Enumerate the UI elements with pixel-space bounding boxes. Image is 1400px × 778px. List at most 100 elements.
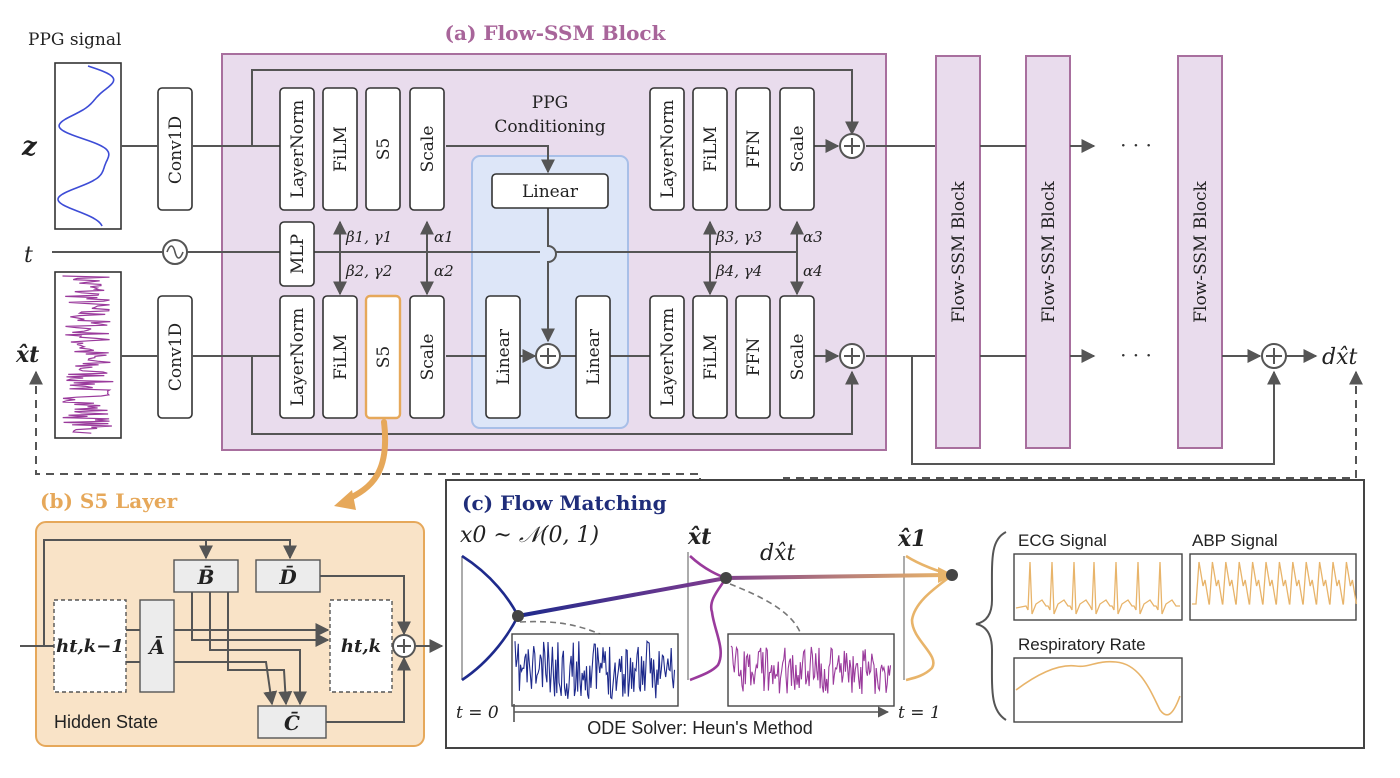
linear-bottom-right-label: Linear (584, 328, 604, 385)
ffn-bottom-box (735, 295, 771, 419)
wire-residual-bottom (251, 356, 859, 435)
scale-top-right-label: Scale (788, 126, 808, 173)
layernorm-bottom-right-label: LayerNorm (658, 308, 678, 407)
s5-top-box (365, 87, 401, 211)
flow-ssm-stack-block-2 (1025, 55, 1071, 449)
film-bottom-right-box (692, 295, 728, 419)
mlp-box (279, 221, 315, 287)
resp-waveform (1015, 660, 1181, 716)
conv1d-top-label: Conv1D (166, 116, 186, 184)
film-bottom-left-box (322, 295, 358, 419)
sine-glyph-icon (166, 245, 184, 259)
s5-top-label: S5 (374, 138, 394, 160)
adder-top-icon (839, 133, 865, 159)
trajectory-point-x1 (946, 569, 958, 581)
beta3-gamma3-label: β3, γ3 (715, 228, 762, 246)
hidden-state-label: Hidden State (54, 712, 158, 732)
abp-waveform (1192, 561, 1358, 605)
layernorm-top-left-label: LayerNorm (288, 100, 308, 199)
t0-label: t = 0 (456, 703, 499, 723)
beta1-gamma1-label: β1, γ1 (345, 228, 392, 246)
noise-waveform-xt (730, 645, 892, 695)
h-prev-label: ht,k−1 (56, 636, 124, 657)
ppg-signal-label: PPG signal (28, 30, 121, 50)
noise-waveform-x0 (514, 640, 676, 700)
trajectory-point-xt (720, 572, 732, 584)
scale-top-right-box (779, 87, 815, 211)
linear-bottom-left-box (485, 295, 521, 419)
layernorm-top-left-box (279, 87, 315, 211)
ffn-top-label: FFN (744, 130, 764, 169)
ellipsis-bottom: · · · (1120, 343, 1152, 367)
adder-s5-icon (392, 634, 416, 658)
x0-distribution-label: x0 ~ 𝒩(0, 1) (460, 523, 599, 548)
dist-curve-xt (689, 555, 728, 682)
alpha4-label: α4 (803, 262, 823, 280)
xhat-t-input-label: x̂t (15, 342, 39, 368)
layernorm-top-right-box (649, 87, 685, 211)
flow-ssm-block-title: (a) Flow-SSM Block (445, 21, 667, 45)
linear-conditioning-box (491, 173, 609, 209)
c-bar-label: C̄ (284, 710, 300, 735)
beta4-gamma4-label: β4, γ4 (715, 262, 762, 280)
ecg-waveform (1015, 561, 1180, 615)
d-xhat-t-fm-label: dx̂t (760, 541, 795, 566)
film-top-right-box (692, 87, 728, 211)
d-bar-label: D̄ (278, 564, 297, 589)
b-bar-box (173, 559, 239, 593)
adder-bottom-icon (839, 343, 865, 369)
conv1d-top-box (157, 87, 193, 211)
layernorm-bottom-right-box (649, 295, 685, 419)
conv1d-bottom-label: Conv1D (166, 323, 186, 391)
resp-rate-label: Respiratory Rate (1018, 635, 1146, 654)
xhat-1-label: x̂1 (897, 526, 926, 552)
a-bar-box (139, 599, 175, 693)
flow-ssm-stack-label-2: Flow-SSM Block (1039, 181, 1059, 323)
ppg-waveform (57, 65, 115, 227)
top-row-modules: LayerNorm FiLM S5 Scale LayerNorm FiLM F… (279, 87, 815, 211)
alpha1-label: α1 (434, 228, 454, 246)
s5-layer-panel (35, 521, 425, 747)
flow-ssm-stack-block-3 (1177, 55, 1223, 449)
noisy-waveform (62, 275, 114, 434)
s5-layer-title: (b) S5 Layer (40, 489, 178, 513)
film-bottom-right-label: FiLM (701, 334, 721, 380)
layernorm-top-right-label: LayerNorm (658, 100, 678, 199)
flow-ssm-stack-block-1 (935, 55, 981, 449)
s5-zoom-curve (343, 419, 389, 503)
wire-conditioning-down (541, 208, 557, 343)
time-axis-arrow (513, 704, 888, 722)
s5-bottom-label: S5 (374, 346, 394, 368)
dashed-feedback-xhat (29, 370, 701, 500)
h-cur-label: ht,k (341, 636, 381, 657)
layernorm-bottom-left-label: LayerNorm (288, 308, 308, 407)
s5-bottom-box (364, 294, 402, 420)
abp-signal-label: ABP Signal (1192, 531, 1278, 550)
linear-bottom-left-label: Linear (494, 328, 514, 385)
scale-top-left-box (409, 87, 445, 211)
alpha3-label: α3 (803, 228, 823, 246)
bottom-row-modules: LayerNorm FiLM S5 Scale Linear Linear La… (279, 294, 815, 420)
d-bar-box (255, 559, 321, 593)
a-bar-label: Ā (147, 635, 165, 659)
ppg-signal-plot (54, 62, 122, 230)
ffn-top-box (735, 87, 771, 211)
ellipsis-top: · · · (1120, 133, 1152, 157)
ffn-bottom-label: FFN (744, 338, 764, 377)
linear-conditioning-label: Linear (522, 182, 579, 202)
t-input-label: t (24, 243, 33, 268)
inset-leader-x0 (519, 620, 601, 635)
s5-internal-wires (20, 539, 411, 723)
ecg-signal-label: ECG Signal (1018, 531, 1107, 550)
ppg-conditioning-label-2: Conditioning (494, 117, 605, 137)
resp-rate-plot (1013, 657, 1183, 723)
scale-bottom-left-label: Scale (418, 334, 438, 381)
film-bottom-left-label: FiLM (331, 334, 351, 380)
layernorm-bottom-left-box (279, 295, 315, 419)
output-brace (975, 531, 1007, 721)
wire-scale-to-linear (446, 145, 555, 174)
adder-output-icon (1261, 343, 1287, 369)
film-top-right-label: FiLM (701, 126, 721, 172)
h-cur-box (329, 599, 393, 693)
